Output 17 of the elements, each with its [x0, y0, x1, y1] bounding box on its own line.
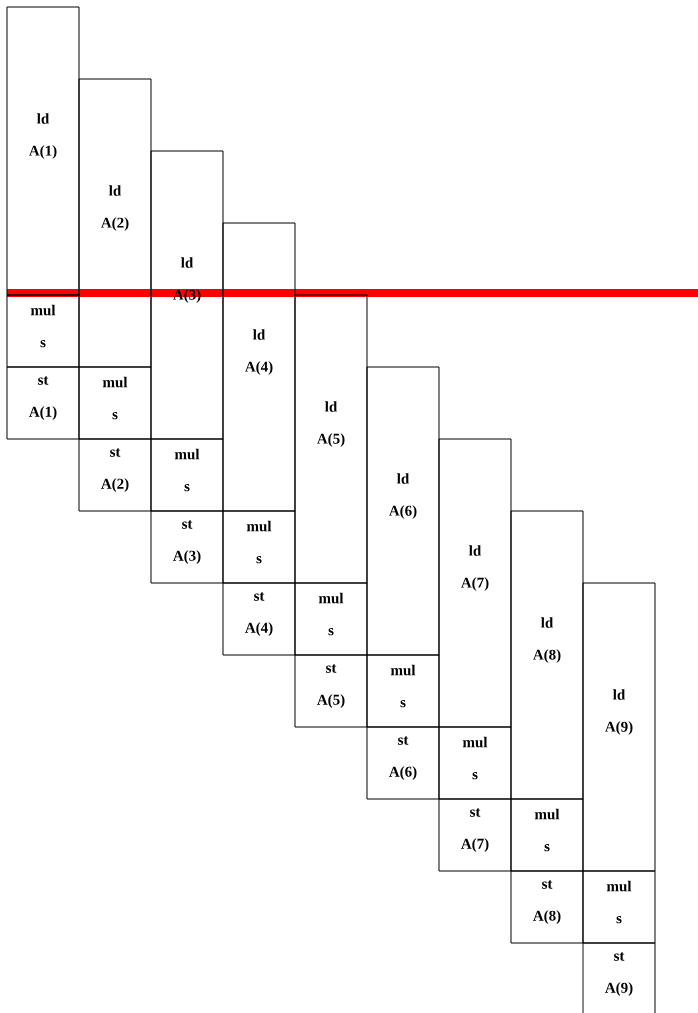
- process-box: ld A(4): [222, 222, 296, 512]
- process-box: st A(2): [78, 438, 152, 512]
- process-box: st A(7): [438, 798, 512, 872]
- process-box: ld A(9): [582, 582, 656, 872]
- process-box: ld A(2): [78, 78, 152, 368]
- process-box: st A(6): [366, 726, 440, 800]
- process-box: st A(9): [582, 942, 656, 1013]
- process-box: st A(4): [222, 582, 296, 656]
- process-box: st A(3): [150, 510, 224, 584]
- process-box: ld A(5): [294, 294, 368, 584]
- process-box: ld A(6): [366, 366, 440, 656]
- process-box: st A(5): [294, 654, 368, 728]
- process-box: ld A(8): [510, 510, 584, 800]
- process-box: st A(8): [510, 870, 584, 944]
- process-box: st A(1): [6, 366, 80, 440]
- process-box: ld A(1): [6, 6, 80, 296]
- process-box: ld A(7): [438, 438, 512, 728]
